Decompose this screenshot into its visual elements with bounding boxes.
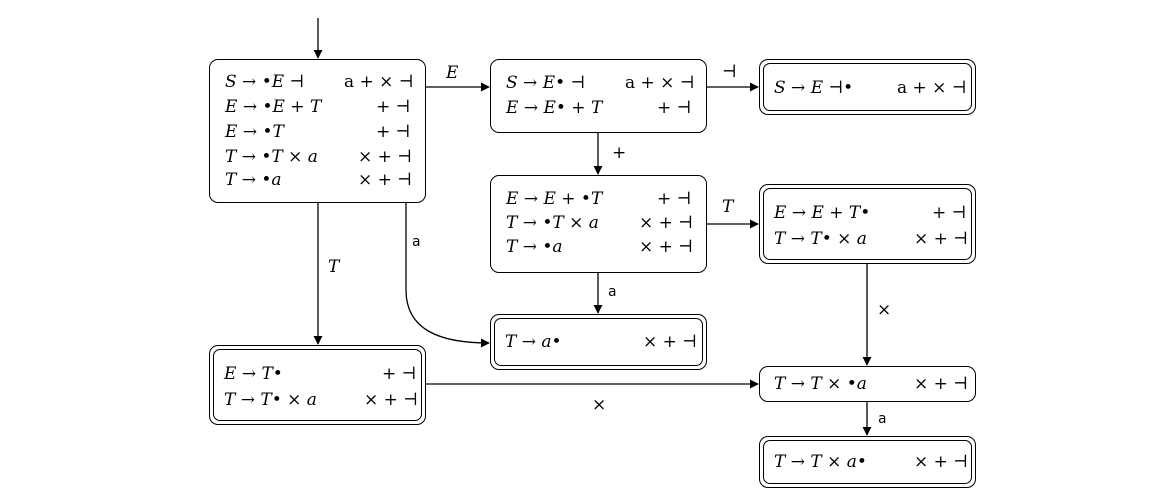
item-rule: T → T• × a [774,229,867,249]
state-1: S → E• ⊣ a + × ⊣ E → E• + T + ⊣ [490,59,707,133]
state-0: S → •E ⊣ a + × ⊣ E → •E + T + ⊣ E → •T +… [209,59,426,203]
item-rule: T → T × •a [774,374,867,394]
state-6: E → T• + ⊣ T → T• × a × + ⊣ [209,345,426,425]
item-rule: T → •a [506,237,563,257]
item-rule: S → •E ⊣ [225,72,305,92]
accepting-ring [213,349,422,421]
item-lookahead: + ⊣ [382,364,417,384]
item-lookahead: a + × ⊣ [625,73,695,93]
accepting-ring [763,188,972,260]
item-lookahead: × + ⊣ [914,374,968,394]
item-lookahead: × + ⊣ [358,170,412,190]
item-rule: T → T• × a [224,390,317,410]
accepting-ring [494,318,703,366]
item-lookahead: × + ⊣ [914,229,968,249]
edge-label-s3-s4: T [722,197,734,217]
item-rule: T → •a [225,170,282,190]
state-7: T → T × •a × + ⊣ [759,366,976,402]
edge-label-s0-s6: T [328,257,340,277]
edge-label-s0-s5: a [412,234,421,250]
state-8: T → T × a• × + ⊣ [759,436,976,488]
item-lookahead: + ⊣ [657,189,692,209]
item-rule: S → E ⊣• [774,78,854,98]
edge-s0-s5 [405,203,490,348]
item-rule: T → •T × a [506,213,599,233]
edge-label-s1-s2: ⊣ [722,62,737,82]
item-lookahead: × + ⊣ [643,332,697,352]
accepting-ring [763,440,972,484]
state-2: S → E ⊣• a + × ⊣ [759,59,976,115]
edge-label-s6-s7: × [592,395,607,415]
accepting-ring [763,63,972,111]
item-lookahead: + ⊣ [376,122,411,142]
item-rule: S → E• ⊣ [506,73,586,93]
item-lookahead: × + ⊣ [358,147,412,167]
item-rule: E → E• + T [506,98,603,118]
edge-label-s0-s1: E [446,63,459,83]
item-lookahead: a + × ⊣ [897,78,967,98]
edge-label-s4-s7: × [877,300,892,320]
item-lookahead: × + ⊣ [914,452,968,472]
item-lookahead: + ⊣ [376,97,411,117]
item-lookahead: + ⊣ [657,98,692,118]
item-lookahead: × + ⊣ [639,237,693,257]
item-rule: T → •T × a [225,147,318,167]
item-lookahead: × + ⊣ [364,390,418,410]
item-rule: T → T × a• [774,452,867,472]
item-lookahead: a + × ⊣ [344,72,414,92]
edge-label-s3-s5: a [608,284,617,300]
state-3: E → E + •T + ⊣ T → •T × a × + ⊣ T → •a ×… [490,175,707,273]
item-rule: E → •E + T [225,97,322,117]
item-rule: E → E + T• [774,203,871,223]
edge-label-s7-s8: a [878,411,887,427]
state-4: E → E + T• + ⊣ T → T• × a × + ⊣ [759,184,976,264]
item-rule: T → a• [505,332,562,352]
state-5: T → a• × + ⊣ [490,314,707,370]
item-rule: E → •T [225,122,284,142]
item-rule: E → T• [224,364,283,384]
item-rule: E → E + •T [506,189,603,209]
edge-label-s1-s3: + [612,143,627,163]
item-lookahead: + ⊣ [932,203,967,223]
item-lookahead: × + ⊣ [639,213,693,233]
